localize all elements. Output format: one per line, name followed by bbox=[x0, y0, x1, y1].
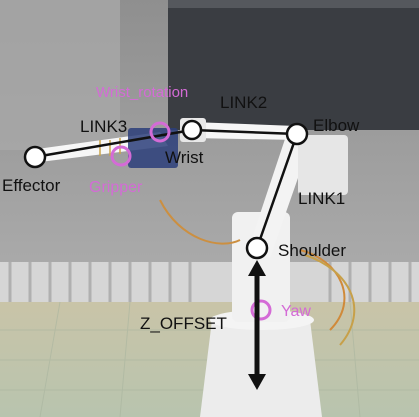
gripper-label: Gripper bbox=[89, 179, 143, 196]
robot-base bbox=[159, 199, 356, 417]
effector-label: Effector bbox=[2, 176, 61, 195]
yaw-marker-icon bbox=[250, 299, 272, 321]
shoulder-label: Shoulder bbox=[278, 241, 347, 260]
elbow-joint-icon bbox=[285, 122, 309, 146]
kinematic-lines bbox=[34, 128, 299, 249]
wrist-rotation-label: Wrist_rotation bbox=[96, 84, 189, 101]
link3-label: LINK3 bbox=[80, 117, 128, 136]
link1-label: LINK1 bbox=[298, 189, 346, 208]
background-shelf bbox=[0, 262, 419, 302]
elbow-label: Elbow bbox=[313, 116, 360, 135]
z-offset-label: Z_OFFSET bbox=[140, 314, 227, 333]
gripper-marker-icon bbox=[110, 145, 132, 167]
z-offset-arrow-icon bbox=[248, 260, 266, 390]
shoulder-joint-icon bbox=[245, 236, 269, 260]
effector-joint-icon bbox=[23, 145, 47, 169]
wrist-rotation-marker-icon bbox=[149, 121, 171, 143]
wrist-joint-icon bbox=[181, 119, 203, 141]
wrist-label: Wrist bbox=[165, 148, 204, 167]
link2-label: LINK2 bbox=[220, 93, 268, 112]
background-monitor bbox=[168, 0, 419, 130]
yaw-label: Yaw bbox=[281, 303, 311, 320]
